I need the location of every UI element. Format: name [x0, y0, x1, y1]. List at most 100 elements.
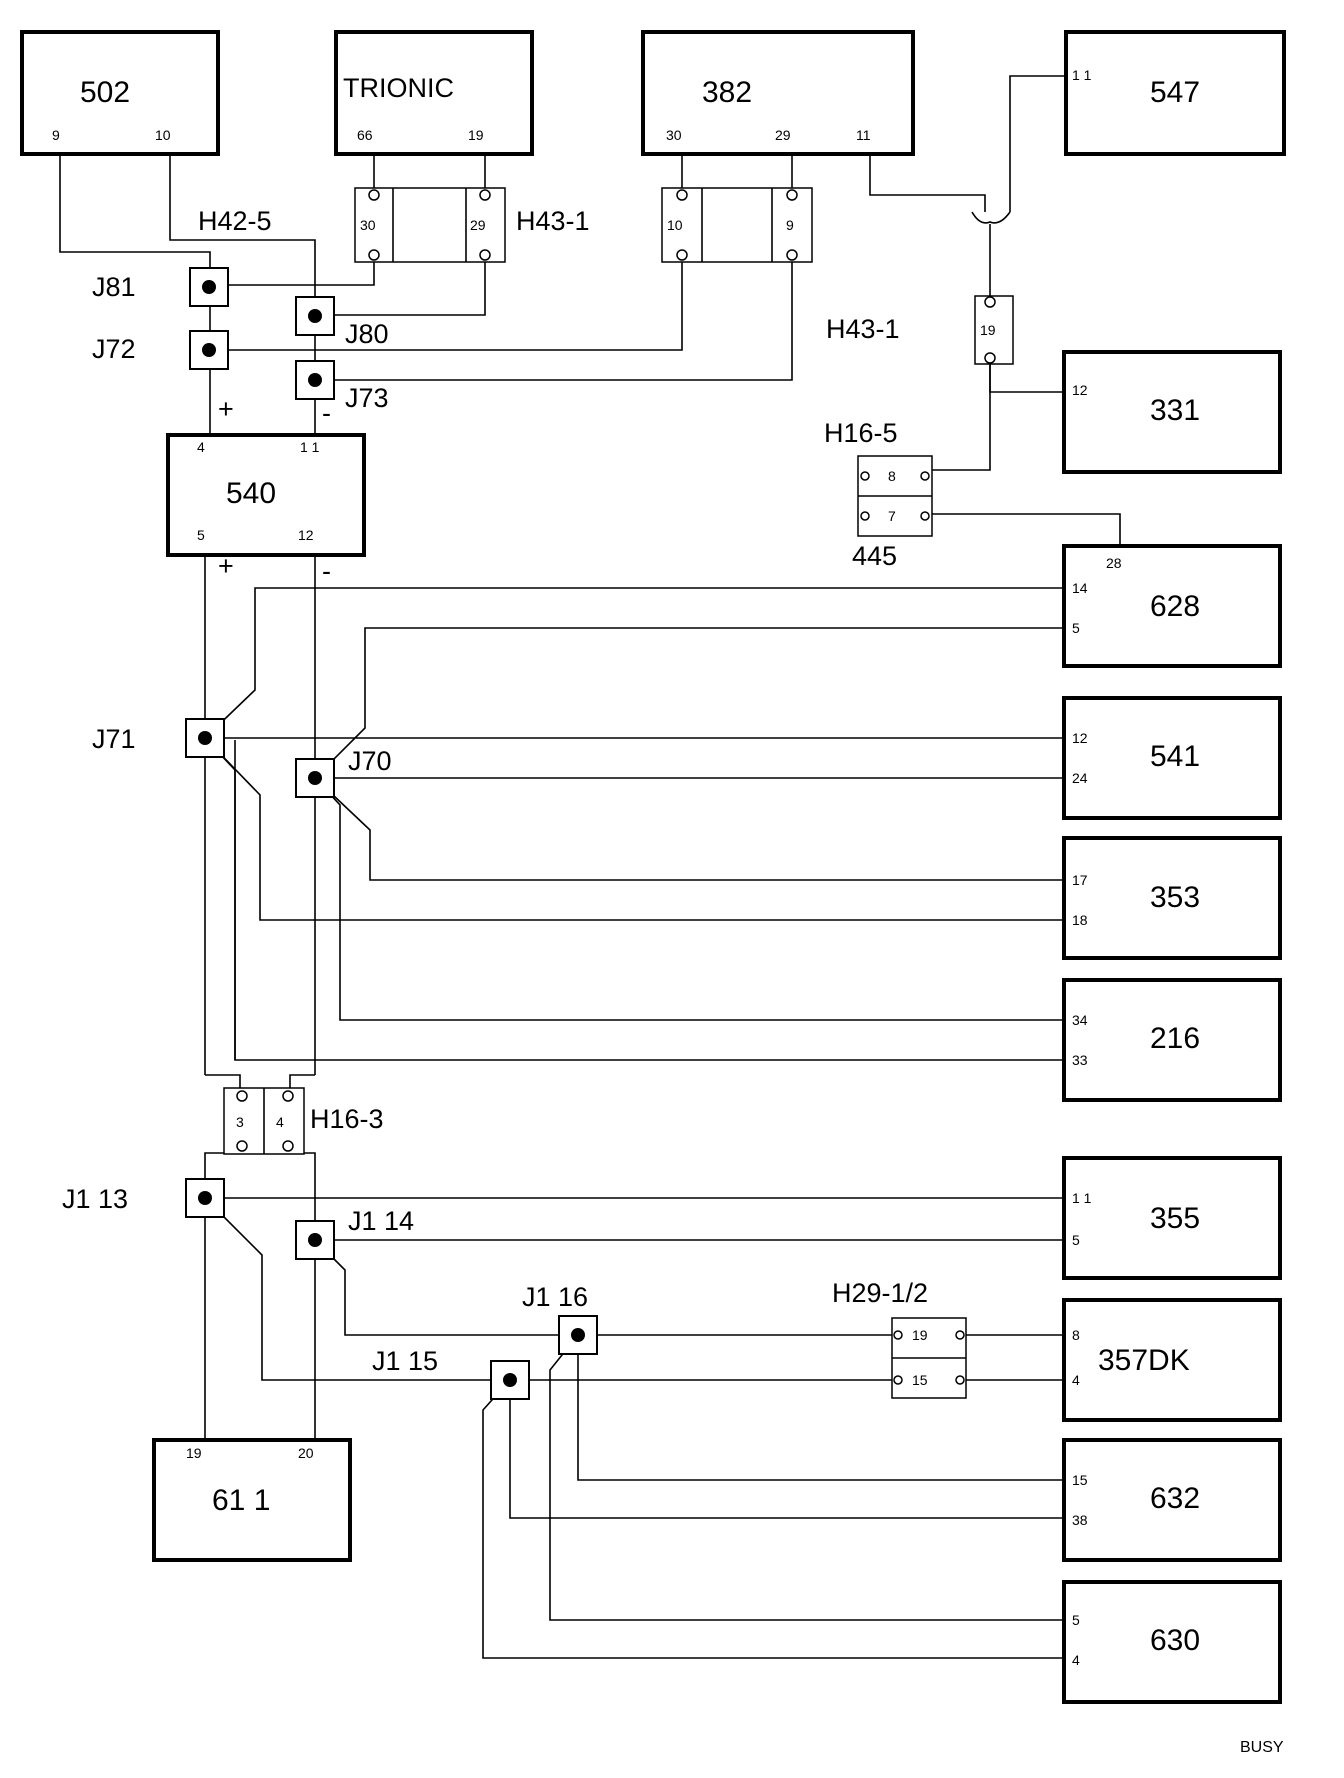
connector-h16-5-sub-label: 445	[852, 541, 897, 571]
polarity-plus-label: +	[218, 551, 234, 581]
pin-label: 1 1	[300, 439, 320, 455]
component-541: 541 12 24	[1062, 696, 1282, 820]
connector-h16-3: 3 4	[223, 1087, 305, 1155]
component-357dk-label: 357DK	[1098, 1344, 1190, 1377]
component-547-label: 547	[1150, 76, 1200, 109]
component-611-label: 61 1	[212, 1484, 270, 1517]
connector-h43-1-left-label: H43-1	[516, 206, 590, 236]
connector-h16-5-label: H16-5	[824, 418, 898, 448]
component-611: 61 1 19 20	[152, 1438, 352, 1562]
component-216-label: 216	[1150, 1022, 1200, 1055]
component-331: 331 12	[1062, 350, 1282, 474]
pin-label: 11	[856, 127, 871, 143]
pin-label: 18	[1072, 912, 1088, 928]
junction-j72-label: J72	[92, 334, 136, 364]
junction-j1-16-label: J1 16	[522, 1282, 588, 1312]
junction-j1-13	[185, 1178, 225, 1218]
component-353: 353 17 18	[1062, 836, 1282, 960]
pin-label: 24	[1072, 770, 1088, 786]
connector-h43-1-right: 10 9	[661, 187, 813, 263]
component-541-label: 541	[1150, 740, 1200, 773]
pin-label: 19	[980, 322, 996, 338]
pin-label: 19	[468, 127, 484, 143]
component-632-label: 632	[1150, 1482, 1200, 1515]
connector-h42-5-label: H42-5	[198, 206, 272, 236]
junction-j80-label: J80	[345, 319, 389, 349]
component-331-label: 331	[1150, 394, 1200, 427]
component-502: 502 9 10	[20, 30, 220, 156]
junction-j1-15	[490, 1360, 530, 1400]
pin-label: 1 1	[1072, 1190, 1092, 1206]
pin-label: 30	[360, 217, 376, 233]
pin-label: 14	[1072, 580, 1088, 596]
pin-label: 12	[1072, 730, 1088, 746]
pin-label: 20	[298, 1445, 314, 1461]
junction-j1-15-label: J1 15	[372, 1346, 438, 1376]
junction-j81	[189, 267, 229, 307]
wires	[59, 75, 1121, 1659]
pin-label: 4	[276, 1114, 284, 1130]
pin-label: 1 1	[1072, 67, 1092, 83]
pin-label: 5	[197, 527, 205, 543]
polarity-plus-label: +	[218, 394, 234, 424]
pin-label: 9	[52, 127, 60, 143]
component-216: 216 34 33	[1062, 978, 1282, 1102]
connector-19: 19	[974, 295, 1014, 365]
component-355-label: 355	[1150, 1202, 1200, 1235]
component-630: 630 5 4	[1062, 1580, 1282, 1704]
junction-j81-label: J81	[92, 272, 136, 302]
component-382-label: 382	[702, 76, 752, 109]
component-628-label: 628	[1150, 590, 1200, 623]
pin-label: 38	[1072, 1512, 1088, 1528]
pin-label: 8	[1072, 1327, 1080, 1343]
component-trionic: TRIONIC 66 19	[334, 30, 534, 156]
component-630-label: 630	[1150, 1624, 1200, 1657]
connector-h43-1-right-label: H43-1	[826, 314, 900, 344]
pin-label: 5	[1072, 620, 1080, 636]
pin-label: 15	[1072, 1472, 1088, 1488]
component-trionic-label: TRIONIC	[343, 73, 454, 103]
pin-label: 28	[1106, 555, 1122, 571]
pin-label: 12	[298, 527, 314, 543]
junction-j70-label: J70	[348, 746, 392, 776]
component-632: 632 15 38	[1062, 1438, 1282, 1562]
pin-label: 29	[470, 217, 486, 233]
pin-label: 19	[186, 1445, 202, 1461]
component-540-label: 540	[226, 477, 276, 510]
component-547: 547 1 1	[1064, 30, 1286, 156]
pin-label: 3	[236, 1114, 244, 1130]
pin-label: 9	[786, 217, 794, 233]
junction-j1-14	[295, 1220, 335, 1260]
component-355: 355 1 1 5	[1062, 1156, 1282, 1280]
pin-label: 4	[1072, 1652, 1080, 1668]
junction-j73-label: J73	[345, 383, 389, 413]
junction-j1-16	[558, 1315, 598, 1355]
junction-j71	[185, 718, 225, 758]
pin-label: 8	[888, 468, 896, 484]
junction-j1-14-label: J1 14	[348, 1206, 414, 1236]
pin-label: 10	[667, 217, 683, 233]
pin-label: 5	[1072, 1232, 1080, 1248]
polarity-minus-label: -	[322, 556, 331, 586]
junction-j80	[295, 296, 335, 336]
junction-j73	[295, 360, 335, 400]
pin-label: 7	[888, 508, 896, 524]
footer-code: BUSY	[1240, 1739, 1284, 1756]
pin-label: 17	[1072, 872, 1088, 888]
pin-label: 34	[1072, 1012, 1088, 1028]
junction-j1-13-label: J1 13	[62, 1184, 128, 1214]
pin-label: 5	[1072, 1612, 1080, 1628]
connector-h16-3-label: H16-3	[310, 1104, 384, 1134]
pin-label: 29	[775, 127, 791, 143]
junction-j72	[189, 330, 229, 370]
connector-h43-1-left: 30 29	[354, 187, 506, 263]
pin-label: 10	[155, 127, 171, 143]
component-502-label: 502	[80, 76, 130, 109]
component-357dk: 357DK 8 4	[1062, 1298, 1282, 1422]
pin-label: 4	[197, 439, 205, 455]
component-628: 628 28 14 5	[1062, 544, 1282, 668]
connector-h16-5: 8 7	[857, 455, 933, 537]
pin-label: 12	[1072, 382, 1088, 398]
pin-label: 4	[1072, 1372, 1080, 1388]
